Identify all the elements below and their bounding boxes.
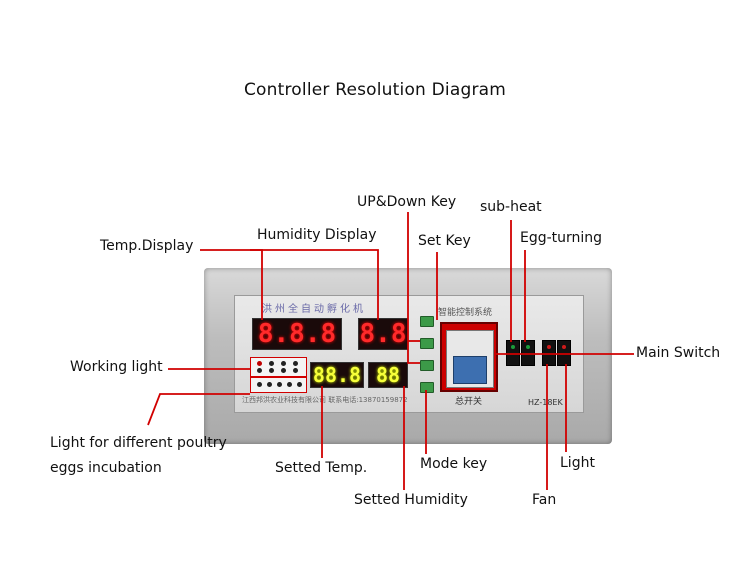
sub-heat-switch[interactable]	[506, 340, 520, 366]
label-temp-display: Temp.Display	[100, 238, 194, 254]
indicator-light	[257, 361, 262, 366]
label-light: Light	[560, 455, 595, 471]
label-setted-temp: Setted Temp.	[275, 460, 368, 476]
indicator-light	[269, 361, 274, 366]
indicator-light	[269, 368, 274, 373]
set-temp-display: 88.8	[310, 362, 364, 388]
egg-turning-switch[interactable]	[521, 340, 535, 366]
indicator-light	[281, 361, 286, 366]
set-humidity-display: 88	[368, 362, 408, 388]
rocker-led	[511, 345, 515, 349]
down-key-button[interactable]	[420, 360, 434, 371]
fan-switch[interactable]	[542, 340, 556, 366]
label-fan: Fan	[532, 492, 557, 508]
indicator-light	[287, 382, 292, 387]
working-light-indicators	[250, 357, 307, 377]
callout-line-poultry-light	[147, 393, 250, 426]
label-humidity-display: Humidity Display	[257, 227, 377, 243]
label-main-switch: Main Switch	[636, 345, 721, 361]
main-switch-lever[interactable]	[453, 356, 487, 384]
callout-line-temp-display	[200, 249, 263, 320]
indicator-light	[267, 382, 272, 387]
main-switch-caption: 总开关	[455, 397, 483, 407]
set-key-button[interactable]	[420, 316, 434, 327]
temp-display-reading: 8.8.8	[257, 319, 337, 349]
label-poultry-light-line2: eggs incubation	[50, 460, 162, 476]
label-up-down-key: UP&Down Key	[357, 194, 457, 210]
label-working-light: Working light	[70, 359, 163, 375]
rocker-led	[526, 345, 530, 349]
callout-line-humidity-display	[250, 249, 379, 320]
panel-title: 洪州全自动孵化机	[262, 304, 366, 315]
callout-line-up-down-key	[407, 212, 420, 364]
label-set-key: Set Key	[418, 233, 471, 249]
temp-display: 8.8.8	[252, 318, 342, 350]
model-label: HZ-18EK	[528, 398, 563, 407]
humidity-display: 8.8	[358, 318, 408, 350]
set-temp-reading: 88.8	[312, 363, 362, 387]
indicator-light	[281, 368, 286, 373]
label-egg-turning: Egg-turning	[520, 230, 603, 246]
panel-footer: 江西邦洪农业科技有限公司 联系电话:13870159872	[242, 396, 408, 404]
diagram-title: Controller Resolution Diagram	[243, 80, 507, 100]
mode-key-button[interactable]	[420, 382, 434, 393]
label-poultry-light-line1: Light for different poultry	[50, 435, 227, 451]
indicator-light	[297, 382, 302, 387]
set-humidity-reading: 88	[375, 363, 401, 387]
panel-subtitle: 智能控制系统	[438, 308, 493, 318]
label-sub-heat: sub-heat	[480, 199, 542, 215]
indicator-light	[257, 382, 262, 387]
light-switch[interactable]	[557, 340, 571, 366]
humidity-display-reading: 8.8	[359, 319, 407, 349]
rocker-led	[562, 345, 566, 349]
label-mode-key: Mode key	[420, 456, 488, 472]
rocker-led	[547, 345, 551, 349]
poultry-light-indicators	[250, 377, 307, 393]
up-key-button[interactable]	[420, 338, 434, 349]
indicator-light	[293, 361, 298, 366]
indicator-light	[277, 382, 282, 387]
label-setted-humidity: Setted Humidity	[354, 492, 468, 508]
indicator-light	[257, 368, 262, 373]
indicator-light	[293, 368, 298, 373]
